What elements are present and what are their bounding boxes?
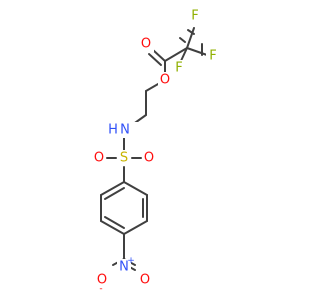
bonds-benzene xyxy=(100,181,148,260)
atom-o-carbonyl: O xyxy=(141,37,151,52)
atom-s: S xyxy=(120,151,128,166)
bond-cf3-f1 xyxy=(186,27,195,49)
atom-o-s2: O xyxy=(144,151,154,166)
bond-cf3-to-carbonyl-c xyxy=(164,47,188,62)
atom-f2: F xyxy=(209,49,216,64)
atom-f1: F xyxy=(191,9,198,24)
bond-c-o-double-2 xyxy=(148,53,162,66)
atom-o-nitro-1: O xyxy=(97,273,107,288)
ring-bond-4 xyxy=(100,220,125,235)
bond-cf3-f2 xyxy=(186,47,208,56)
atom-f3: F xyxy=(175,61,182,76)
charge-o-nitro-1: - xyxy=(99,284,102,294)
atom-o-ester: O xyxy=(160,73,170,88)
ring-bond-3 xyxy=(123,220,148,235)
molecule-diagram: F F F O O H N S O O N + O - O xyxy=(92,8,220,294)
bond-c-o-double-1 xyxy=(152,49,166,62)
charge-n-nitro: + xyxy=(127,256,135,266)
atom-o-s1: O xyxy=(94,151,104,166)
ring-bond-1 xyxy=(123,181,148,196)
atom-o-nitro-2: O xyxy=(140,273,150,288)
atom-h-amide: H xyxy=(108,123,118,138)
bonds-sulfonamide xyxy=(106,136,142,183)
atom-n-amide: N xyxy=(120,123,130,138)
ring-inner-3 xyxy=(104,187,125,200)
atom-labels: F F F O O H N S O O N + O - O xyxy=(92,8,220,294)
bond-c-cf3-to-f3 xyxy=(179,37,186,43)
ring-inner-2 xyxy=(104,216,125,229)
bonds-cf3-main xyxy=(164,27,208,64)
ring-bond-6 xyxy=(100,181,125,196)
atom-n-nitro: N xyxy=(119,260,129,275)
